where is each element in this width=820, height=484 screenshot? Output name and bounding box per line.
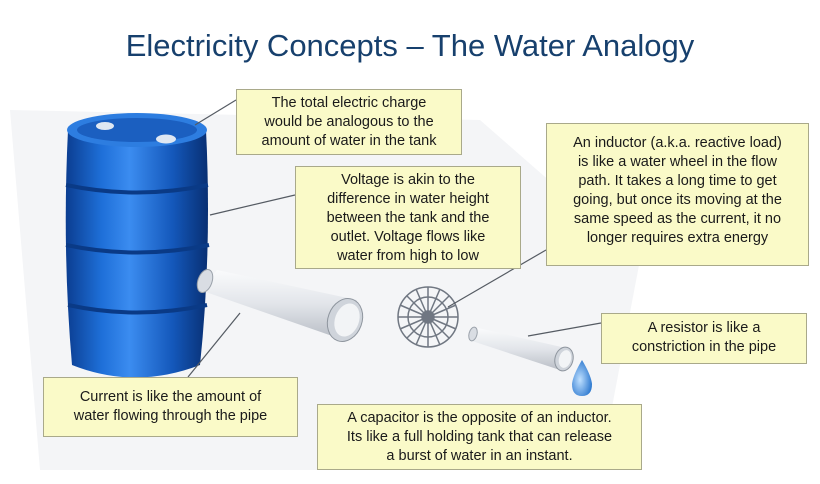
inductor-line-4: going, but once its moving at the [573, 192, 782, 208]
current-callout: Current is like the amount of water flow… [43, 377, 298, 437]
voltage-line-2: difference in water height [327, 191, 489, 207]
voltage-line-1: Voltage is akin to the [341, 172, 475, 188]
charge-callout: The total electric charge would be analo… [236, 89, 462, 155]
current-line-1: Current is like the amount of [79, 389, 262, 405]
inductor-callout: An inductor (a.k.a. reactive load) is li… [546, 123, 809, 266]
page-title: Electricity Concepts – The Water Analogy [125, 28, 695, 63]
voltage-callout: Voltage is akin to the difference in wat… [295, 166, 521, 269]
resistor-callout: A resistor is like a constriction in the… [601, 313, 807, 364]
small-pipe-icon [468, 326, 574, 372]
inductor-line-2: is like a water wheel in the flow [577, 154, 778, 170]
leader-voltage [209, 194, 296, 216]
leader-current [187, 312, 241, 378]
capacitor-line-3: a burst of water in an instant. [386, 448, 573, 464]
leader-charge [194, 99, 237, 126]
voltage-line-3: between the tank and the [326, 210, 490, 226]
voltage-line-5: water from high to low [337, 248, 479, 264]
capacitor-callout: A capacitor is the opposite of an induct… [317, 404, 642, 470]
charge-line-3: amount of water in the tank [261, 133, 437, 149]
inductor-line-5: same speed as the current, it no [573, 211, 782, 227]
current-line-2: water flowing through the pipe [73, 408, 268, 424]
water-wheel-icon [397, 286, 459, 348]
resistor-line-1: A resistor is like a [647, 320, 761, 336]
capacitor-line-1: A capacitor is the opposite of an induct… [347, 410, 612, 426]
large-pipe-icon [196, 268, 364, 342]
water-barrel-icon [65, 113, 210, 378]
water-drop-icon [572, 360, 592, 396]
charge-line-2: would be analogous to the [264, 114, 434, 130]
leader-inductor [447, 249, 547, 308]
resistor-line-2: constriction in the pipe [631, 339, 777, 355]
charge-line-1: The total electric charge [271, 95, 427, 111]
inductor-line-6: longer requires extra energy [586, 230, 769, 246]
inductor-line-3: path. It takes a long time to get [578, 173, 777, 189]
inductor-line-1: An inductor (a.k.a. reactive load) [573, 135, 782, 151]
voltage-line-4: outlet. Voltage flows like [330, 229, 486, 245]
capacitor-line-2: Its like a full holding tank that can re… [346, 429, 613, 445]
leader-resistor [527, 322, 602, 337]
